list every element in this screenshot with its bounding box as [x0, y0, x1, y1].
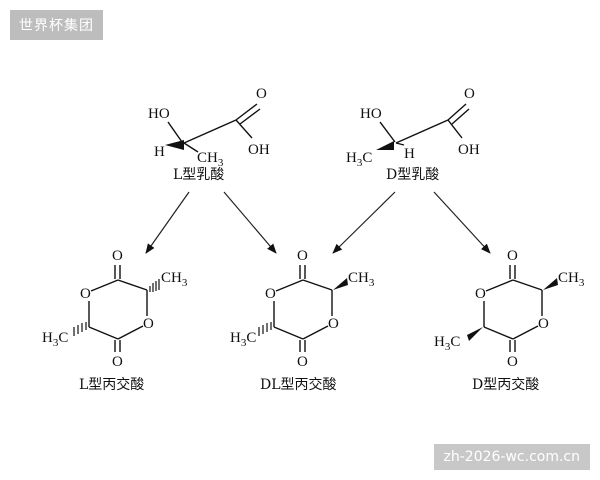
dl-lactide-structure: O O O O CH3 H3C [230, 248, 375, 370]
ring-oxygen-label: O [265, 286, 276, 302]
wedge-bond [467, 327, 483, 341]
ring-bond [302, 279, 333, 291]
bond [235, 119, 253, 139]
carbonyl-bond [451, 108, 470, 125]
ring-carbonyl-oxygen-label: O [507, 354, 518, 370]
hashed-bond [73, 322, 87, 336]
ring-carbonyl-oxygen-label: O [112, 248, 123, 264]
d-lactic-acid-structure: HO H3C H O OH [346, 86, 480, 169]
ring-bond [512, 279, 543, 291]
d-lactide-label: D型丙交酸 [472, 376, 539, 393]
hydrogen-label: H [404, 146, 415, 162]
ring-bond [273, 326, 304, 340]
bond [379, 121, 396, 143]
l-lactic-acid-label: L型乳酸 [173, 167, 224, 183]
arrow-d-to-d-lactide [433, 191, 491, 254]
hashed-bond [149, 279, 160, 292]
hydroxyl-label: HO [360, 106, 382, 122]
wedge-bond [543, 278, 558, 290]
methyl-label: CH3 [558, 270, 585, 289]
d-lactide-structure: O O O O CH3 H3C [434, 248, 585, 370]
carbonyl-bond [447, 103, 467, 121]
methyl-label: H3C [434, 334, 460, 353]
ring-bond [88, 326, 119, 340]
ring-bond [90, 279, 119, 292]
methyl-label: CH3 [161, 270, 188, 289]
l-lactide-structure: O O O O CH3 H3C [42, 248, 188, 370]
ring-carbonyl-oxygen-label: O [112, 354, 123, 370]
carbonyl-bond [235, 103, 258, 121]
bond [395, 119, 449, 144]
ring-bond [483, 326, 514, 340]
watermark-bottom: zh-2026-wc.com.cn [433, 444, 590, 470]
ring-bond [275, 279, 304, 292]
methyl-label: H3C [346, 150, 372, 169]
ring-carbonyl-oxygen-label: O [297, 248, 308, 264]
ring-oxygen-label: O [143, 316, 154, 332]
ring-carbonyl-oxygen-label: O [297, 354, 308, 370]
carboxyl-oh-label: OH [248, 142, 270, 158]
ring-carbonyl-oxygen-label: O [507, 248, 518, 264]
ring-oxygen-label: O [80, 286, 91, 302]
carbonyl-oxygen-label: O [256, 86, 267, 102]
ring-bond [302, 325, 329, 340]
wedge-bond [333, 278, 348, 290]
carbonyl-bond [239, 108, 261, 125]
hydrogen-label: H [154, 144, 165, 160]
ring-oxygen-label: O [328, 316, 339, 332]
arrow-l-to-dl-lactide [223, 191, 277, 254]
ring-oxygen-label: O [475, 286, 486, 302]
arrow-l-to-l-lactide [145, 191, 190, 254]
d-lactic-acid-label: D型乳酸 [386, 167, 439, 183]
dl-lactide-label: DL型丙交酸 [260, 376, 337, 393]
methyl-label: H3C [230, 330, 256, 349]
wedge-bond [376, 141, 394, 150]
methyl-label: CH3 [197, 150, 224, 169]
carboxyl-oh-label: OH [458, 142, 480, 158]
l-lactic-acid-structure: HO H CH3 O OH [148, 86, 270, 169]
bond [183, 119, 237, 144]
hydroxyl-label: HO [148, 106, 170, 122]
bond [395, 142, 405, 146]
watermark-top: 世界杯集团 [10, 10, 103, 40]
bond [167, 121, 183, 143]
methyl-label: H3C [42, 330, 68, 349]
ring-oxygen-label: O [538, 316, 549, 332]
wedge-bond [165, 140, 184, 150]
ring-bond [485, 279, 514, 292]
hashed-bond [258, 322, 272, 336]
arrow-d-to-dl-lactide [332, 191, 396, 254]
ring-bond [117, 279, 148, 291]
bond [447, 119, 463, 139]
ring-bond [117, 325, 144, 340]
l-lactide-label: L型丙交酸 [79, 376, 144, 393]
methyl-label: CH3 [348, 270, 375, 289]
carbonyl-oxygen-label: O [464, 86, 475, 102]
ring-bond [512, 325, 539, 340]
bond [183, 142, 199, 153]
